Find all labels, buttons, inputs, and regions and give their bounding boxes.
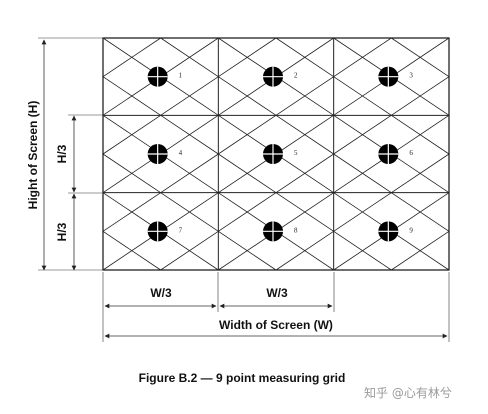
cell-midpoint-line: [333, 76, 392, 116]
point-number-label: 4: [179, 149, 183, 157]
dimension-lines: [38, 37, 450, 342]
cell-midpoint-line: [391, 153, 450, 193]
cell-midpoint-line: [275, 76, 334, 116]
h-third-label-1: H/3: [55, 144, 69, 163]
point-number-label: 6: [409, 149, 413, 157]
measurement-point: 3: [378, 66, 413, 87]
cell-midpoint-line: [391, 115, 450, 155]
cell-midpoint-line: [102, 115, 161, 155]
measurement-point: 6: [378, 144, 413, 164]
cell-midpoint-line: [160, 231, 219, 271]
cell-midpoint-line: [160, 192, 219, 232]
measurement-point: 9: [378, 221, 413, 242]
measurement-point: 2: [263, 66, 298, 87]
cell-midpoint-line: [218, 37, 277, 77]
measurement-point: 8: [263, 221, 298, 242]
cell-midpoint-line: [275, 153, 334, 193]
figure-caption: Figure B.2 — 9 point measuring grid: [139, 371, 346, 385]
cell-midpoint-line: [391, 76, 450, 116]
cell-midpoint-line: [391, 37, 450, 77]
cell-midpoint-line: [391, 192, 450, 232]
cell-midpoint-line: [333, 115, 392, 155]
cell-midpoint-line: [333, 37, 392, 77]
h-third-label-2: H/3: [55, 222, 69, 241]
screen-grid: [102, 37, 450, 271]
cell-midpoint-line: [333, 153, 392, 193]
measurement-point: 5: [263, 144, 298, 164]
cell-midpoint-line: [333, 231, 392, 271]
cell-midpoint-line: [102, 231, 161, 271]
cell-midpoint-line: [160, 115, 219, 155]
height-of-screen-label: Hight of Screen (H): [26, 101, 40, 210]
cell-midpoint-line: [218, 153, 277, 193]
measurement-point: 1: [147, 66, 183, 87]
measurement-point: 7: [147, 221, 183, 242]
cell-midpoint-line: [160, 76, 219, 116]
point-number-label: 8: [294, 226, 298, 234]
cell-midpoint-line: [218, 76, 277, 116]
watermark-text: 知乎 @心有林兮: [364, 386, 452, 400]
cell-midpoint-line: [102, 37, 161, 77]
width-of-screen-label: Width of Screen (W): [219, 318, 333, 332]
cell-midpoint-line: [275, 37, 334, 77]
point-number-label: 7: [179, 226, 183, 234]
cell-midpoint-line: [333, 192, 392, 232]
cell-midpoint-line: [218, 231, 277, 271]
cell-midpoint-line: [160, 153, 219, 193]
point-number-label: 9: [409, 226, 413, 234]
cell-midpoint-line: [275, 192, 334, 232]
w-third-label-2: W/3: [266, 286, 288, 300]
cell-midpoint-line: [218, 115, 277, 155]
cell-midpoint-line: [102, 192, 161, 232]
cell-midpoint-line: [160, 37, 219, 77]
point-number-label: 2: [294, 72, 298, 80]
cell-midpoint-line: [218, 192, 277, 232]
cell-midpoint-line: [102, 153, 161, 193]
point-number-label: 1: [179, 72, 183, 80]
cell-midpoint-line: [391, 231, 450, 271]
cell-midpoint-line: [275, 115, 334, 155]
cell-midpoint-line: [102, 76, 161, 116]
measurement-point: 4: [147, 144, 183, 164]
point-number-label: 3: [409, 72, 413, 80]
point-number-label: 5: [294, 149, 298, 157]
measurement-points: 1 2 3 4 5 6 7 8 9: [147, 66, 413, 242]
cell-midpoint-line: [275, 231, 334, 271]
w-third-label-1: W/3: [150, 286, 172, 300]
